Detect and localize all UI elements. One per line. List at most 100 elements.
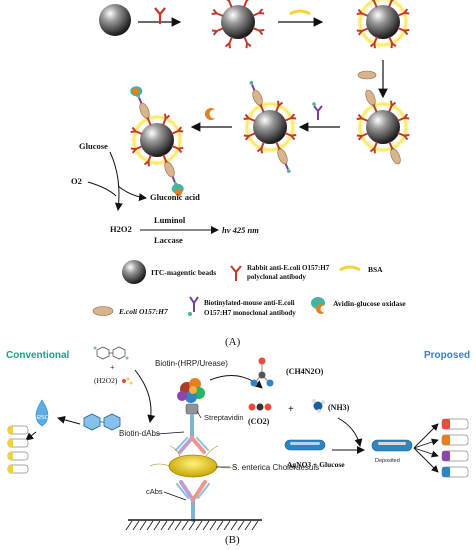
gold-nanorod-silver-coated <box>371 439 413 452</box>
biotin-dot <box>286 169 291 173</box>
biotin-antibody <box>284 163 289 170</box>
result-arrows-proposed <box>413 423 439 473</box>
antibody-arm <box>390 100 393 106</box>
surface-hatch <box>202 520 210 531</box>
gox-enzyme <box>174 189 182 197</box>
antibody-stem <box>361 27 369 32</box>
legend-rabbit-antibody-swatch <box>230 265 242 281</box>
legend-biotin-ab-line2: O157:H7 monoclonal antibody <box>204 309 296 317</box>
antibody-stem <box>147 118 152 126</box>
panel-b-label: (B) <box>225 534 240 546</box>
antibody-arm <box>245 0 248 1</box>
surface-hatch <box>195 520 203 531</box>
antibody-arm <box>356 117 362 120</box>
antibody-arm <box>178 147 184 150</box>
magnetic-bead <box>366 5 400 39</box>
proposed-title: Proposed <box>424 350 470 361</box>
antibody-stem <box>373 141 378 149</box>
antibody-arm <box>371 0 375 2</box>
salmonella-bacterium-icon <box>149 445 237 478</box>
fan-arrow <box>413 423 439 449</box>
bead-with-antibodies-1 <box>211 0 265 49</box>
magnetic-bead <box>140 123 174 157</box>
magnetic-bead <box>366 110 400 144</box>
ecoli-cell <box>365 89 376 106</box>
antibody-stem <box>397 117 405 122</box>
antibody-arm <box>373 148 376 154</box>
arrow-to-tubes-conventional <box>25 431 37 441</box>
magnetic-bead <box>221 5 255 39</box>
antibody-stem <box>260 105 265 113</box>
legend-beads-label: ITC-magentic beads <box>151 268 216 277</box>
antibody-stem <box>373 105 378 113</box>
antibody-arm <box>403 8 409 14</box>
biotin-dabs-pointer <box>156 431 185 435</box>
fan-arrow <box>413 438 439 449</box>
glucose-label: Glucose <box>79 141 108 151</box>
antibody-stem <box>373 0 378 8</box>
antibody-arm <box>277 100 280 106</box>
plus-sign-tmb: + <box>110 363 115 372</box>
reaction-arrow-gluconic <box>117 185 147 202</box>
gold-nanorod-initial <box>284 439 326 451</box>
avidin-gox-reagent-icon <box>205 108 219 120</box>
surface-hatch <box>188 520 196 531</box>
antibody-stem <box>252 27 260 32</box>
surface-hatch <box>181 520 189 531</box>
antibody-stem <box>147 154 152 162</box>
antibody-arm <box>291 134 297 137</box>
antibody-stem <box>397 12 405 17</box>
surface-hatch <box>146 520 154 531</box>
antibody-arm <box>244 135 250 141</box>
tube-color-swatch <box>442 467 450 477</box>
arrow-to-acid <box>57 415 81 425</box>
legend-bsa-label: BSA <box>368 265 383 274</box>
biotin-dabs-label: Biotin-dAbs <box>119 429 160 438</box>
tube-color-yellow <box>8 452 13 460</box>
antibody-stem <box>388 105 393 113</box>
biotin-antibody <box>171 176 176 183</box>
antibody-arm <box>130 130 136 133</box>
biotin-dot <box>249 81 254 85</box>
reaction-arrow-o2 <box>87 181 117 197</box>
legend-biotin-antibody-swatch <box>189 296 199 312</box>
o2-label: O2 <box>71 176 82 186</box>
tube-color-swatch <box>442 419 450 429</box>
conventional-title: Conventional <box>6 350 70 361</box>
antibody-stem <box>171 130 179 135</box>
reaction-arrow-glucose <box>109 151 123 211</box>
streptavidin-pointer <box>196 410 202 419</box>
surface-hatch <box>216 520 224 531</box>
biotin-antibody <box>251 84 256 91</box>
legend-rabbit-ab-line2: polyclonal antibody <box>247 273 306 281</box>
biotin-enzyme-label: Biotin-(HRP/Urease) <box>155 359 228 368</box>
detection-antibody-icon <box>175 414 209 454</box>
urea-formula-label: (CH4N2O) <box>286 367 324 376</box>
antibody-stem <box>397 132 405 137</box>
surface-hatch <box>223 520 231 531</box>
legend-ecoli-label: E.coli O157:H7 <box>118 307 168 316</box>
cabs-label: cAbs <box>146 487 163 496</box>
antibody-stem <box>228 0 233 8</box>
antibody-arm <box>147 161 150 167</box>
agno3-glucose-label: AgNO3 + Glucose <box>287 460 345 469</box>
bare-bead <box>99 4 131 36</box>
h2so4-drop-icon: H2SO4 <box>34 399 52 427</box>
legend-bead-swatch <box>122 260 146 284</box>
surface-hatch <box>244 520 252 531</box>
h2o2-formula-label: (H2O2) <box>94 376 118 385</box>
antibody-stem <box>397 27 405 32</box>
antibody-stem <box>243 0 248 8</box>
cabs-pointer <box>163 491 187 501</box>
antibody-stem <box>373 36 378 44</box>
antibody-stem <box>135 145 143 150</box>
antibody-stem <box>243 36 248 44</box>
surface-hatch <box>230 520 238 531</box>
fan-arrow <box>413 447 439 458</box>
solid-support-surface <box>125 519 262 531</box>
surface-hatch <box>167 520 175 531</box>
biotin-antibody <box>138 97 143 104</box>
legend-ecoli-swatch <box>92 306 114 316</box>
antibody-stem <box>135 130 143 135</box>
antibody-reagent-icon <box>154 7 166 24</box>
